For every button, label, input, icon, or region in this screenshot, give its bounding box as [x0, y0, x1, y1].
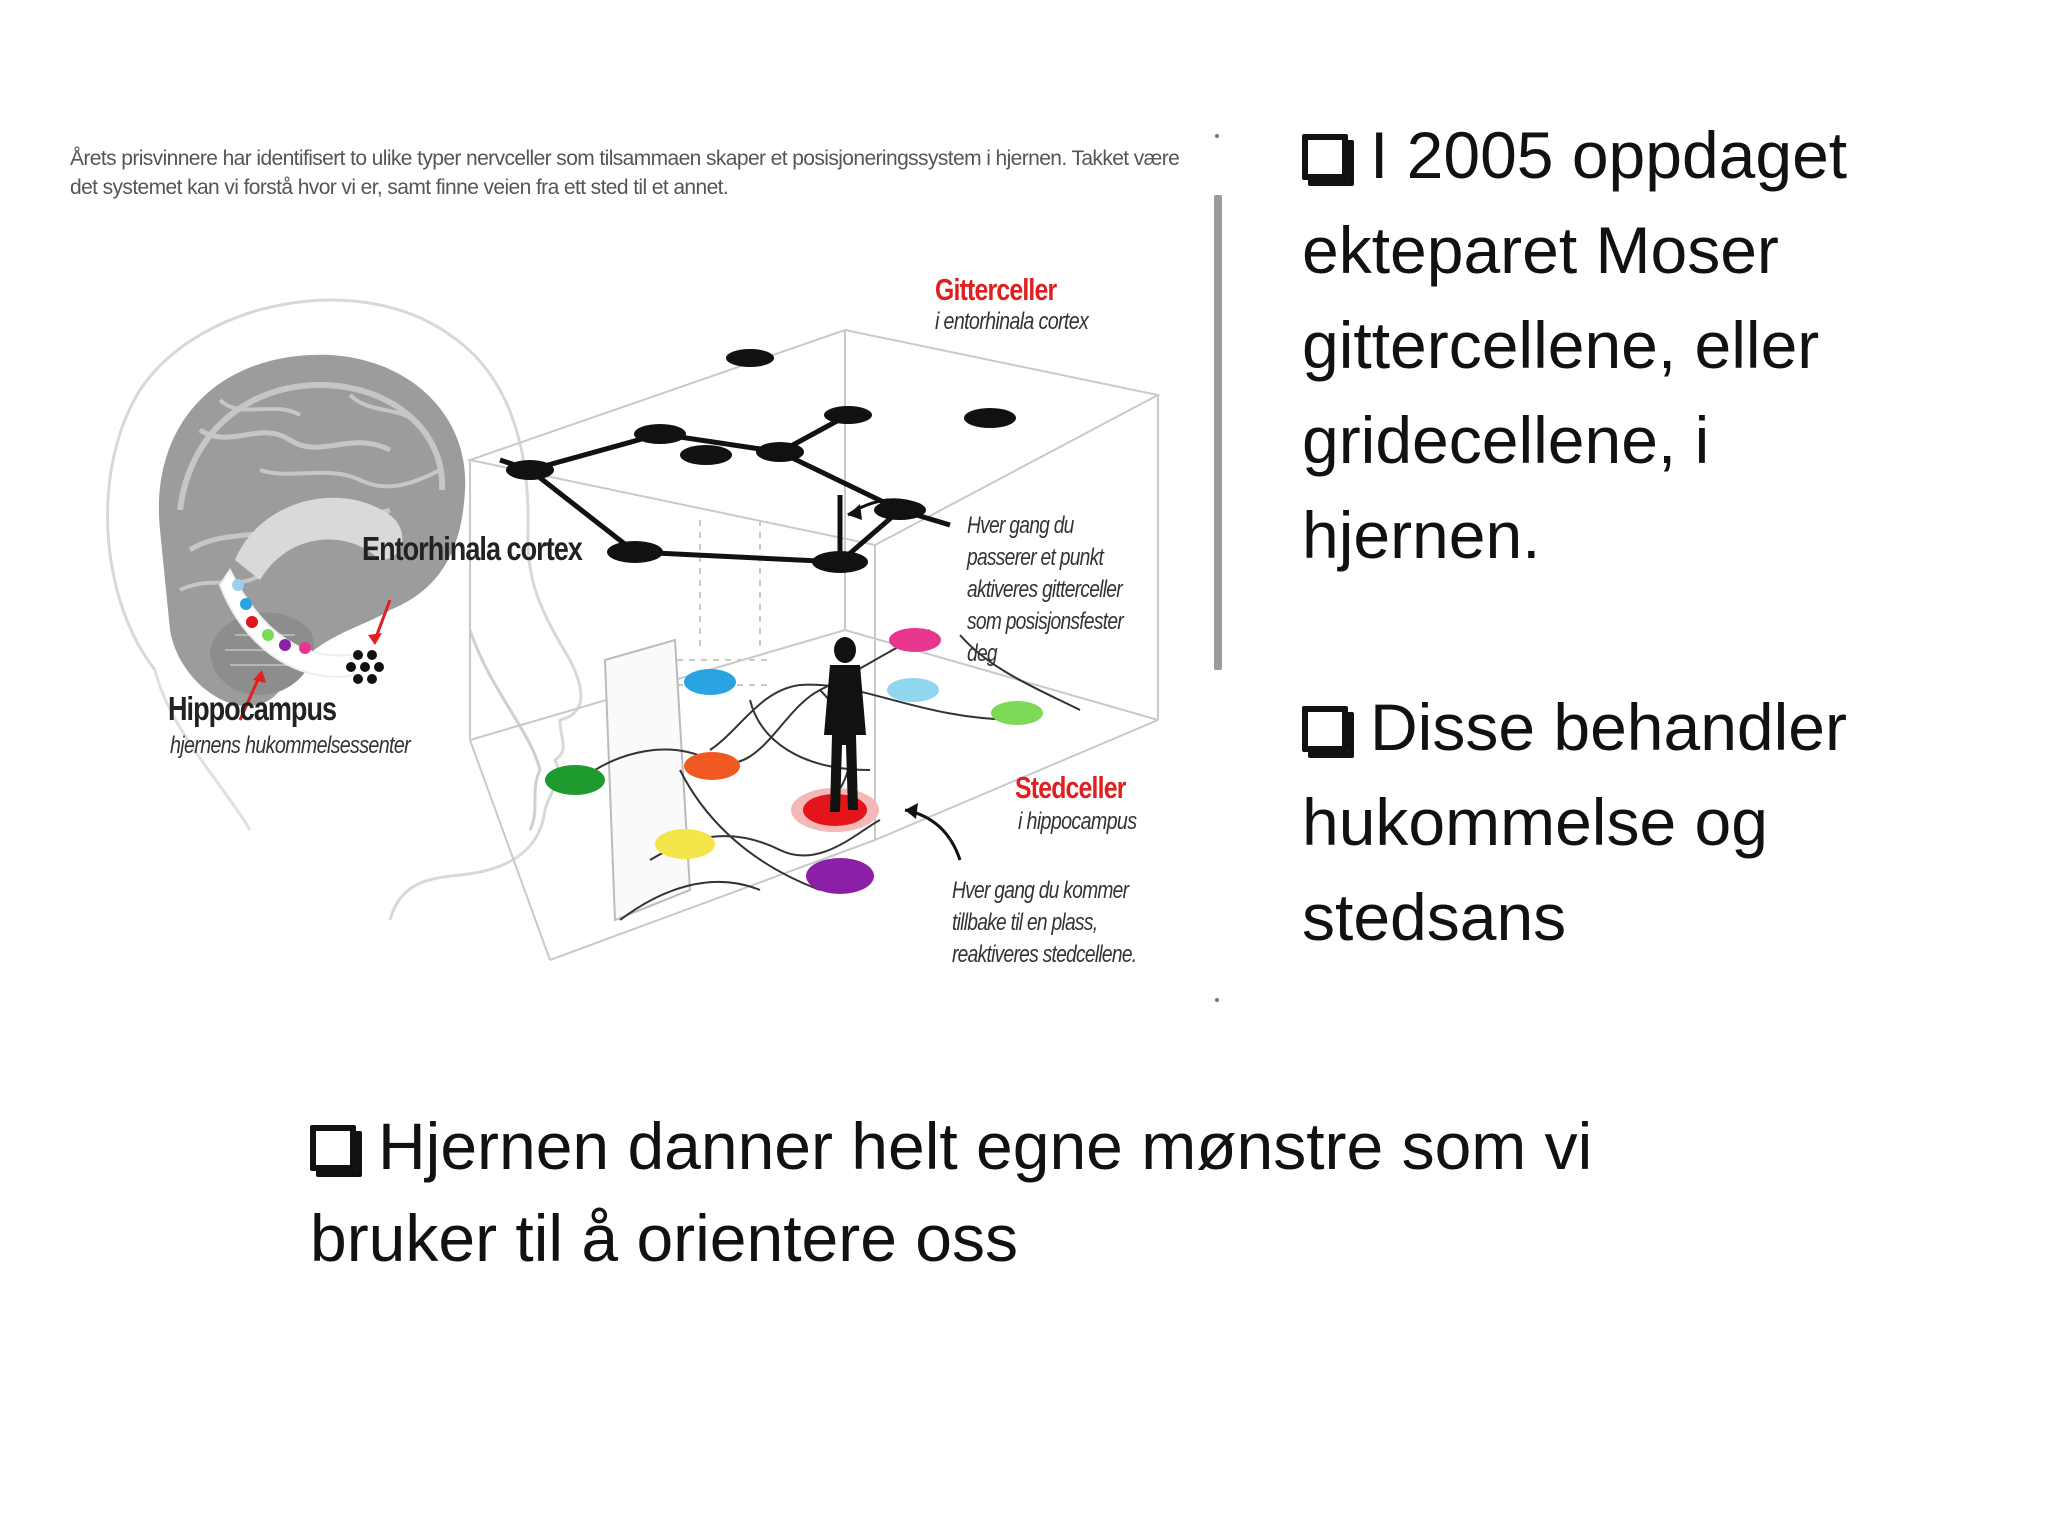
stedceller-sublabel: i hippocampus — [1018, 808, 1137, 835]
gitterceller-sublabel: i entorhinala cortex — [935, 308, 1089, 335]
gitterceller-label: Gitterceller — [935, 272, 1057, 307]
panel — [603, 638, 692, 922]
bullet-line: bruker til å orientere oss — [310, 1201, 1018, 1275]
head-outline — [106, 298, 583, 921]
divider-dot-bottom — [1215, 998, 1219, 1002]
bullet-line: gittercellene, eller — [1302, 308, 1820, 382]
infographic-drawing — [106, 298, 1161, 961]
grid-note-line: passerer et punkt — [967, 544, 1104, 571]
grid-note-line: som posisjonsfester — [967, 608, 1124, 635]
vertical-divider — [1214, 195, 1222, 670]
bullet-moser-discovery: I 2005 oppdaget ekteparet Moser gitterce… — [1302, 108, 2002, 583]
place-note-line: reaktiveres stedcellene. — [952, 941, 1137, 968]
bullet-line: Hjernen danner helt egne mønstre som vi — [310, 1100, 1850, 1192]
bullet-line: I 2005 oppdaget — [1302, 108, 2002, 203]
bullet-line: gridecellene, i — [1302, 403, 1710, 477]
grid-place-cells-infographic: Årets prisvinnere har identifisert to ul… — [60, 130, 1240, 1010]
face-profile — [468, 629, 542, 831]
checkbox-bullet-icon — [1302, 134, 1348, 180]
hippocampus-sublabel: hjernens hukommelsessenter — [170, 732, 411, 759]
bullet-text: Hjernen danner helt egne mønstre som vi — [378, 1109, 1593, 1183]
place-note-line: Hver gang du kommer — [952, 877, 1129, 904]
person-silhouette — [824, 637, 866, 812]
figure-intro-text: Årets prisvinnere har identifisert to ul… — [70, 147, 1180, 199]
bullet-line: hukommelse og — [1302, 785, 1768, 859]
bullet-text: I 2005 oppdaget — [1370, 118, 1848, 192]
checkbox-bullet-icon — [1302, 706, 1348, 752]
hippocampus-label: Hippocampus — [168, 690, 337, 727]
divider-dot-top — [1215, 134, 1219, 138]
grid-note-line: aktiveres gitterceller — [967, 576, 1123, 603]
place-arrow — [904, 808, 962, 861]
grid-cell-nodes — [506, 349, 1016, 573]
grid-note-line: Hver gang du — [967, 512, 1074, 539]
brain-illustration — [158, 354, 466, 721]
grid-cell-note: Hver gang du passerer et punkt aktiveres… — [967, 510, 1124, 670]
bullet-line: hjernen. — [1302, 498, 1541, 572]
entorhinal-label: Entorhinala cortex — [362, 530, 583, 567]
bullet-line: stedsans — [1302, 880, 1567, 954]
head-back — [153, 669, 252, 831]
bullet-line: Disse behandler — [1302, 680, 2002, 775]
place-cell-note: Hver gang du kommer tillbake til en plas… — [952, 875, 1137, 971]
checkbox-bullet-icon — [310, 1125, 356, 1171]
bullet-text: Disse behandler — [1370, 690, 1847, 764]
grid-cells-plane — [466, 328, 1161, 961]
stedceller-label: Stedceller — [1015, 770, 1126, 805]
place-note-line: tillbake til en plass, — [952, 909, 1098, 936]
bullet-brain-patterns: Hjernen danner helt egne mønstre som vi … — [310, 1100, 1850, 1284]
bullet-line: ekteparet Moser — [1302, 213, 1779, 287]
grid-note-line: deg — [967, 640, 998, 667]
bullet-memory-sense: Disse behandler hukommelse og stedsans — [1302, 680, 2002, 965]
